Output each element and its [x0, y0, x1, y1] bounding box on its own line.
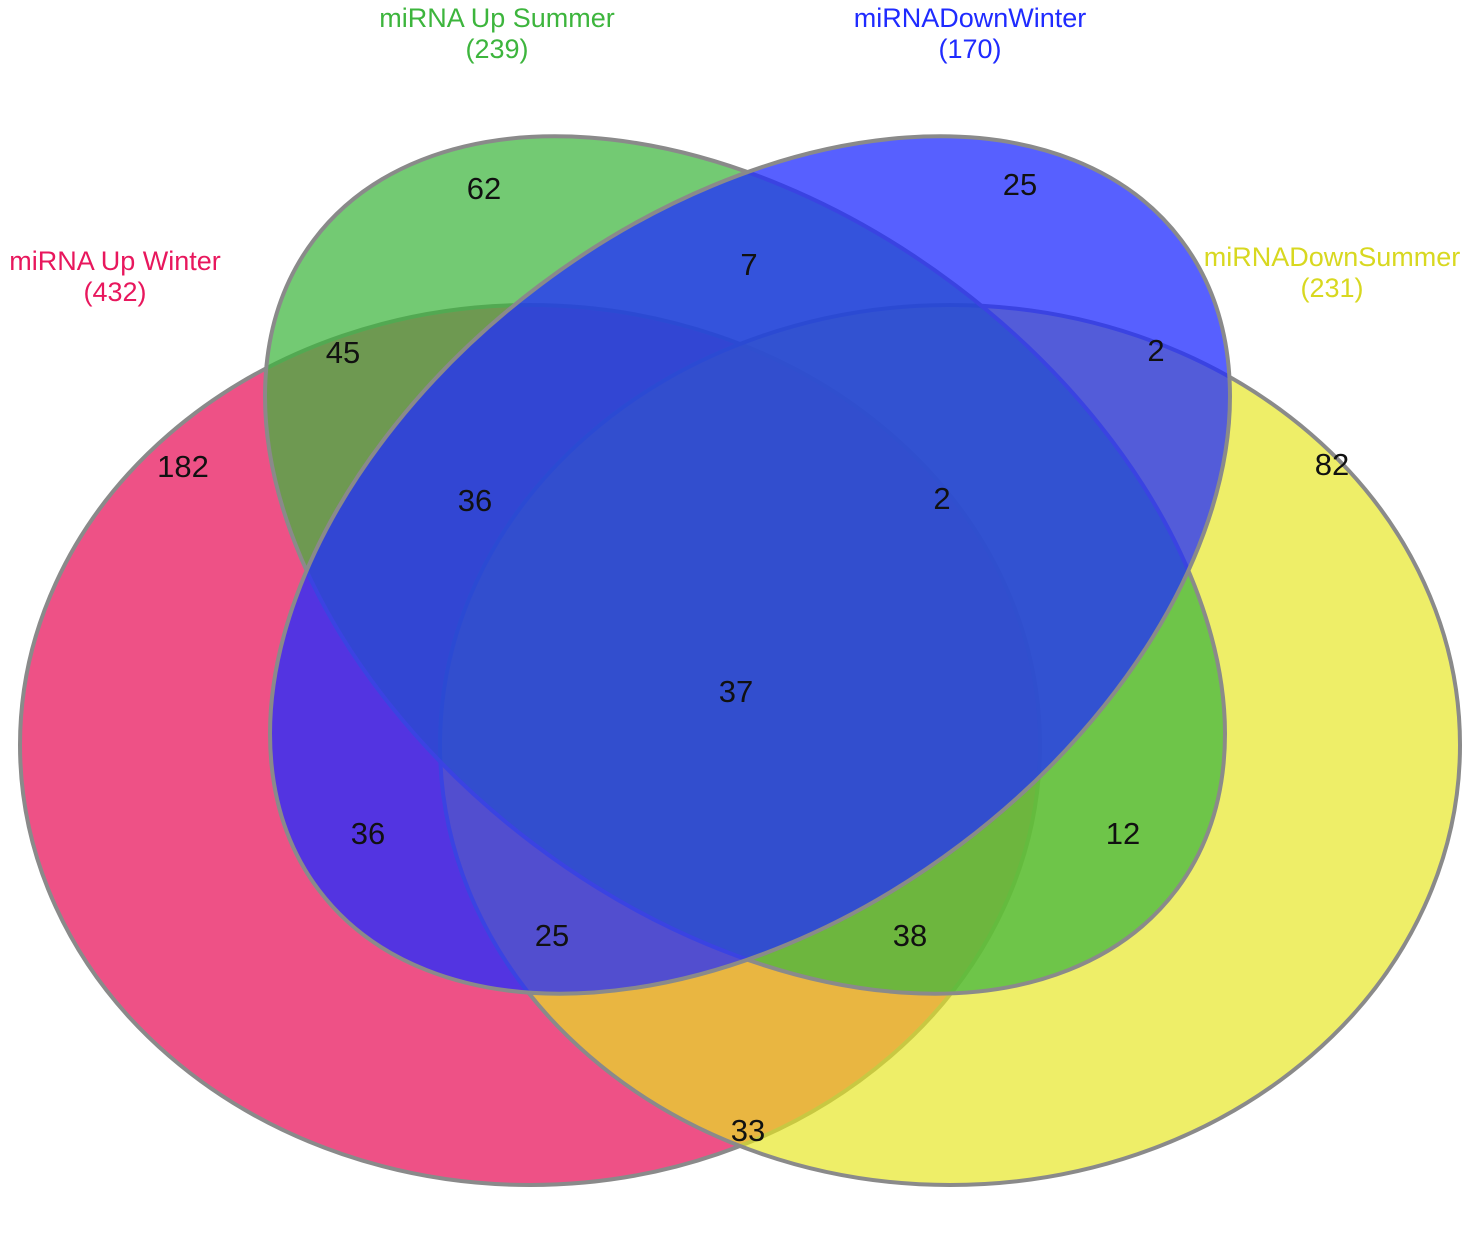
count-down-winter-down-summer: 2: [1147, 333, 1164, 368]
set-ellipses: [18, 134, 1462, 1187]
label-up-summer-name: miRNA Up Summer: [379, 3, 615, 33]
count-down-summer-only: 82: [1315, 447, 1349, 482]
count-all-four: 37: [719, 674, 753, 709]
count-up-summer-down-winter: 7: [740, 247, 757, 282]
count-up-summer-down-summer: 12: [1106, 816, 1140, 851]
ellipse-down-winter: [268, 134, 1232, 996]
label-up-winter-total: (432): [83, 277, 146, 307]
count-up-winter-up-summer-down-winter: 36: [458, 483, 492, 518]
count-up-summer-down-winter-down-summer: 2: [933, 481, 950, 516]
label-down-summer-name: miRNADownSummer: [1204, 242, 1461, 272]
label-down-winter-name: miRNADownWinter: [854, 3, 1087, 33]
label-up-summer-total: (239): [465, 34, 528, 64]
count-up-summer-only: 62: [467, 171, 501, 206]
count-up-winter-down-winter: 36: [351, 816, 385, 851]
count-up-winter-up-summer: 45: [326, 335, 360, 370]
label-up-winter-name: miRNA Up Winter: [9, 246, 221, 276]
count-up-winter-down-winter-down-summer: 25: [535, 918, 569, 953]
count-down-winter-only: 25: [1003, 167, 1037, 202]
count-up-winter-only: 182: [157, 449, 209, 484]
label-down-summer-total: (231): [1300, 273, 1363, 303]
label-down-winter-total: (170): [938, 34, 1001, 64]
count-up-winter-up-summer-down-summer: 38: [893, 918, 927, 953]
count-up-winter-down-summer: 33: [731, 1113, 765, 1148]
